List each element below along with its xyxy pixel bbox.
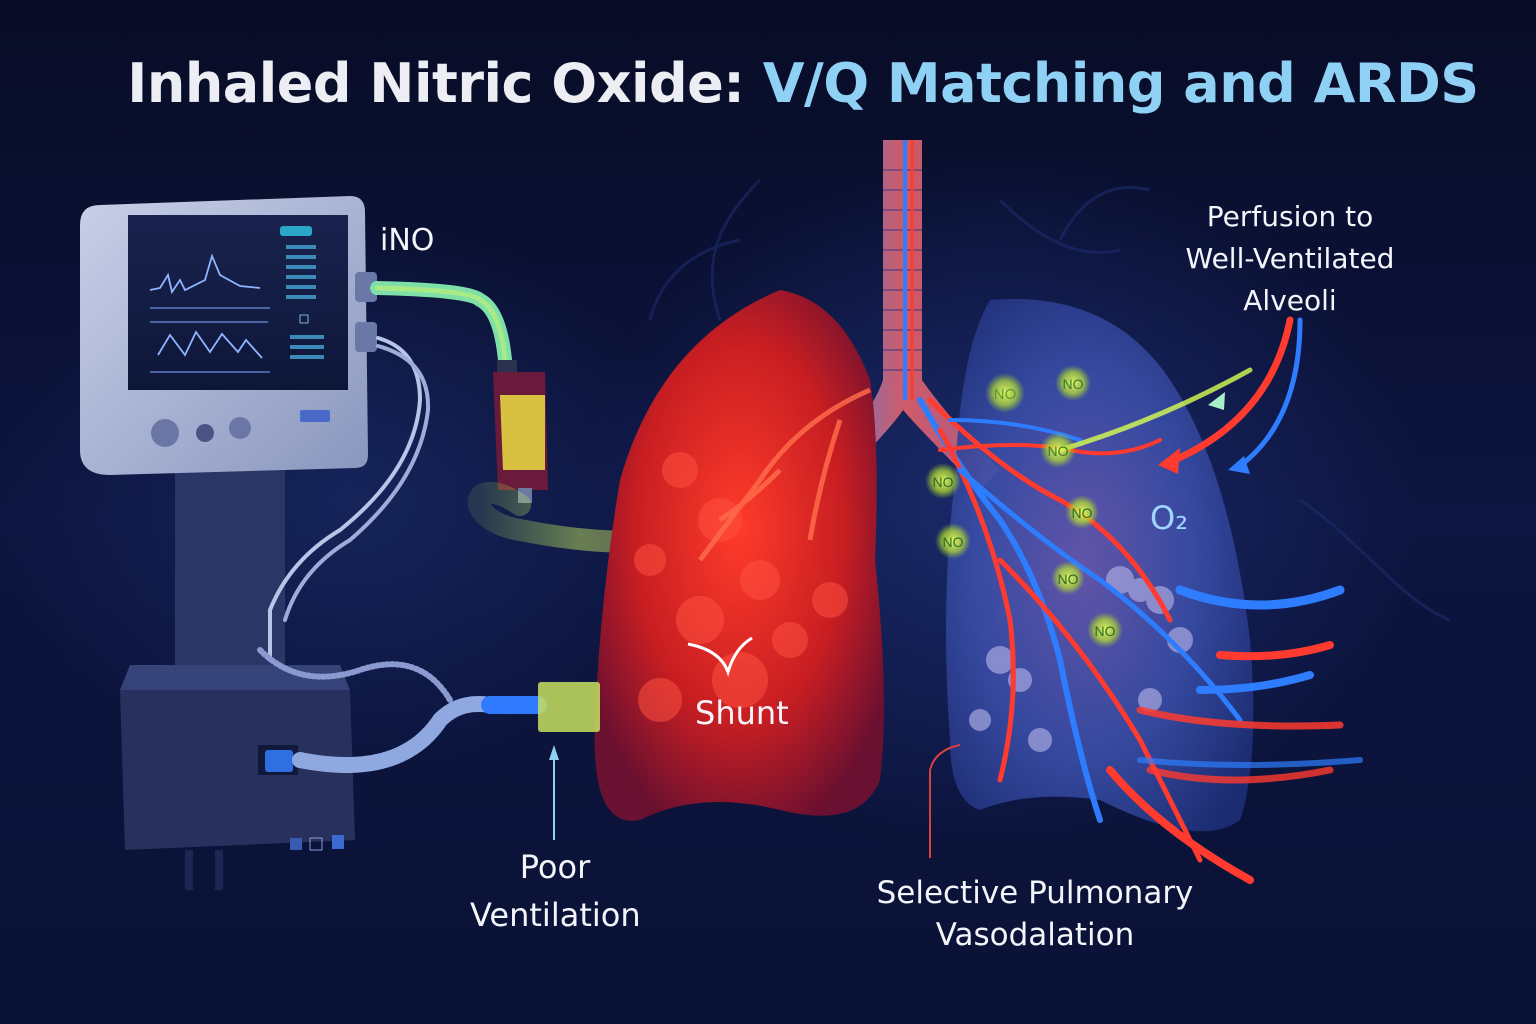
perfusion-label-line2: Well-Ventilated (1185, 242, 1395, 275)
ino-injector (493, 360, 548, 503)
svg-text:NO: NO (994, 386, 1017, 403)
poor-ventilation-label: Poor Ventilation (470, 843, 641, 939)
svg-text:NO: NO (1063, 376, 1084, 392)
ino-label: iNO (380, 223, 435, 258)
perfusion-label-line3: Alveoli (1243, 284, 1337, 317)
perfusion-label: Perfusion to Well-Ventilated Alveoli (1150, 196, 1430, 322)
title-primary: Inhaled Nitric Oxide: (127, 52, 745, 115)
svg-text:NO: NO (933, 474, 954, 490)
title-accent: V/Q Matching and ARDS (762, 52, 1480, 115)
ventilator (80, 196, 377, 890)
svg-text:NO: NO (1058, 571, 1079, 587)
selective-vasodilation-label: Selective Pulmonary Vasodalation (855, 872, 1215, 956)
o2-label: O₂ (1150, 499, 1189, 537)
page-title: Inhaled Nitric Oxide: V/Q Matching and A… (0, 52, 1536, 115)
no-molecules: NO NO NO NO NO NO NO NO (925, 365, 1123, 648)
svg-text:NO: NO (943, 534, 964, 550)
perfusion-label-line1: Perfusion to (1206, 200, 1374, 233)
selective-line1: Selective Pulmonary (876, 875, 1194, 911)
ventilated-lung (946, 299, 1254, 832)
selective-line2: Vasodalation (935, 917, 1135, 953)
svg-text:NO: NO (1095, 623, 1116, 639)
svg-text:NO: NO (1072, 505, 1093, 521)
poor-ventilation-line2: Ventilation (470, 896, 641, 934)
svg-text:NO: NO (1048, 443, 1069, 459)
poor-ventilation-line1: Poor (519, 848, 591, 886)
shunt-label: Shunt (695, 694, 789, 732)
